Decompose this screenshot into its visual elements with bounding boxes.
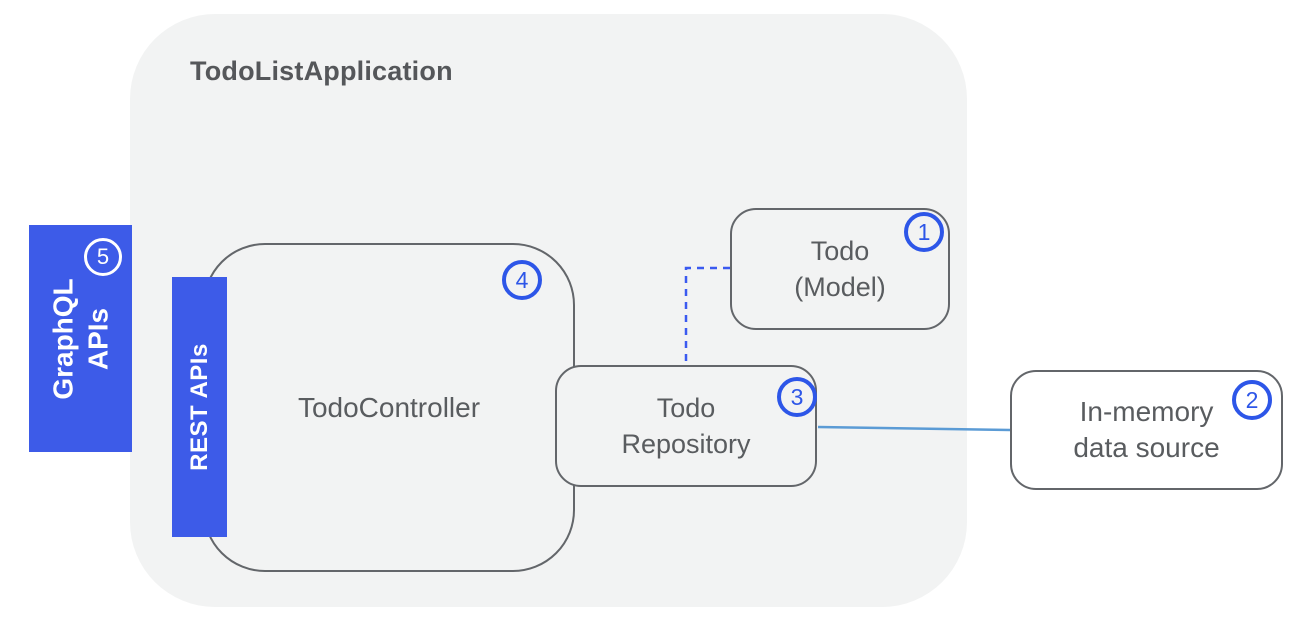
graphql-apis-label-line1: GraphQL [47, 277, 79, 400]
todo-model-label-line2: (Model) [794, 272, 886, 302]
graphql-apis-box: GraphQL APIs 5 [29, 225, 132, 452]
in-memory-data-source-label-line2: data source [1073, 432, 1220, 463]
rest-apis-bar: REST APIs [172, 277, 227, 537]
badge-5: 5 [84, 238, 122, 276]
in-memory-data-source-label-line1: In-memory [1079, 395, 1214, 427]
graphql-apis-label: GraphQL APIs [46, 278, 116, 399]
badge-1: 1 [904, 212, 944, 252]
application-title: TodoListApplication [190, 56, 453, 86]
todo-model-label: Todo (Model) [794, 233, 886, 306]
rest-apis-label: REST APIs [185, 343, 213, 471]
todo-repository-label-line1: Todo [656, 392, 716, 423]
graphql-apis-label-line2: APIs [82, 307, 114, 370]
badge-4: 4 [502, 260, 542, 300]
badge-3: 3 [777, 377, 817, 417]
todo-model-label-line1: Todo [810, 235, 870, 266]
todo-controller-box: TodoController 4 [203, 243, 575, 572]
badge-2: 2 [1232, 380, 1272, 420]
in-memory-data-source-box: In-memory data source 2 [1010, 370, 1283, 490]
todo-repository-label-line2: Repository [621, 429, 751, 459]
todo-model-box: Todo (Model) 1 [730, 208, 950, 330]
todo-repository-box: Todo Repository 3 [555, 365, 817, 487]
in-memory-data-source-label: In-memory data source [1073, 394, 1219, 467]
todo-controller-label: TodoController [297, 391, 481, 423]
todo-repository-label: Todo Repository [621, 390, 750, 463]
